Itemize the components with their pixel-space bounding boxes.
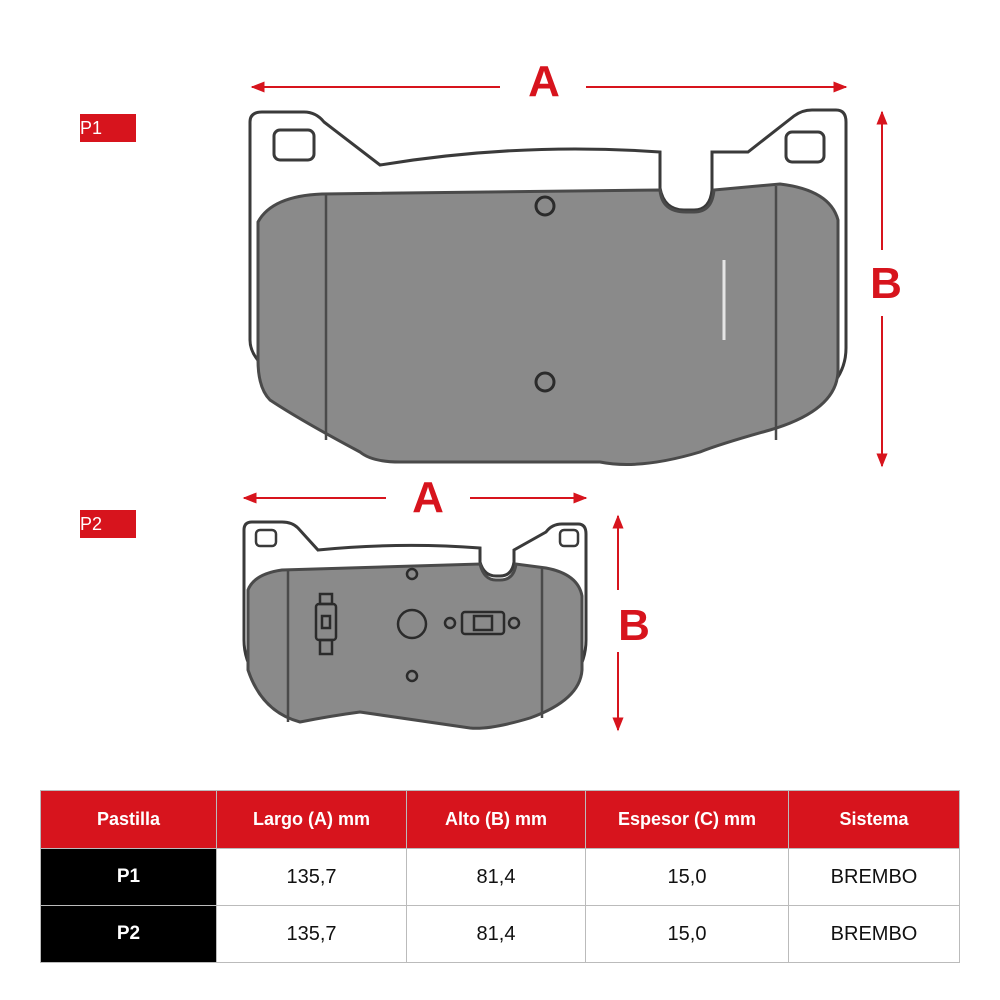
pad-p2-friction-material xyxy=(246,562,584,730)
pad-p1-rivet-top xyxy=(534,195,556,217)
pad-tag-p2: P2 xyxy=(80,510,136,538)
cell-pastilla: P2 xyxy=(40,905,217,963)
cell-largo: 135,7 xyxy=(216,848,407,906)
pad-p2-mount-hole-right xyxy=(558,528,580,548)
pad-p2-wear-sensor xyxy=(314,592,338,656)
pad-p1-mount-hole-left xyxy=(272,128,316,162)
pad-p1 xyxy=(248,108,848,466)
pad-p2-rivet-top xyxy=(405,567,419,581)
pad-p1-mount-hole-right xyxy=(784,130,826,164)
header-sistema: Sistema xyxy=(788,790,960,849)
pad-p1-friction-material xyxy=(256,182,840,466)
cell-espesor: 15,0 xyxy=(585,905,789,963)
pad-p2-rivet-bottom xyxy=(405,669,419,683)
pad-p2-dimension-b: B xyxy=(612,514,650,732)
pad-p2-center-mark xyxy=(396,608,428,640)
cell-alto: 81,4 xyxy=(406,905,586,963)
cell-sistema: BREMBO xyxy=(788,905,960,963)
header-pastilla: Pastilla xyxy=(40,790,217,849)
cell-pastilla: P1 xyxy=(40,848,217,906)
pad-p1-dim-b-label: B xyxy=(870,259,902,308)
pad-p2-clip xyxy=(443,610,521,636)
pad-p1-dimension-a: A xyxy=(250,57,848,106)
specs-table: Pastilla Largo (A) mm Alto (B) mm Espeso… xyxy=(40,790,960,963)
header-alto: Alto (B) mm xyxy=(406,790,586,849)
table-row: P1 135,7 81,4 15,0 BREMBO xyxy=(40,848,960,906)
header-largo: Largo (A) mm xyxy=(216,790,407,849)
cell-espesor: 15,0 xyxy=(585,848,789,906)
table-row: P2 135,7 81,4 15,0 BREMBO xyxy=(40,905,960,963)
header-espesor: Espesor (C) mm xyxy=(585,790,789,849)
pad-p1-dimension-b: B xyxy=(870,110,902,468)
table-header-row: Pastilla Largo (A) mm Alto (B) mm Espeso… xyxy=(40,790,960,849)
pad-p2-mount-hole-left xyxy=(254,528,278,548)
pad-p1-rivet-bottom xyxy=(534,371,556,393)
pad-p1-dim-a-label: A xyxy=(528,57,560,106)
cell-alto: 81,4 xyxy=(406,848,586,906)
brake-pad-drawing: A B A xyxy=(242,57,902,732)
cell-sistema: BREMBO xyxy=(788,848,960,906)
pad-p2-dim-b-label: B xyxy=(618,601,650,650)
cell-largo: 135,7 xyxy=(216,905,407,963)
pad-tag-p1: P1 xyxy=(80,114,136,142)
pad-p2-dimension-a: A xyxy=(242,473,588,522)
pad-p2-dim-a-label: A xyxy=(412,473,444,522)
pad-p2 xyxy=(242,520,588,730)
